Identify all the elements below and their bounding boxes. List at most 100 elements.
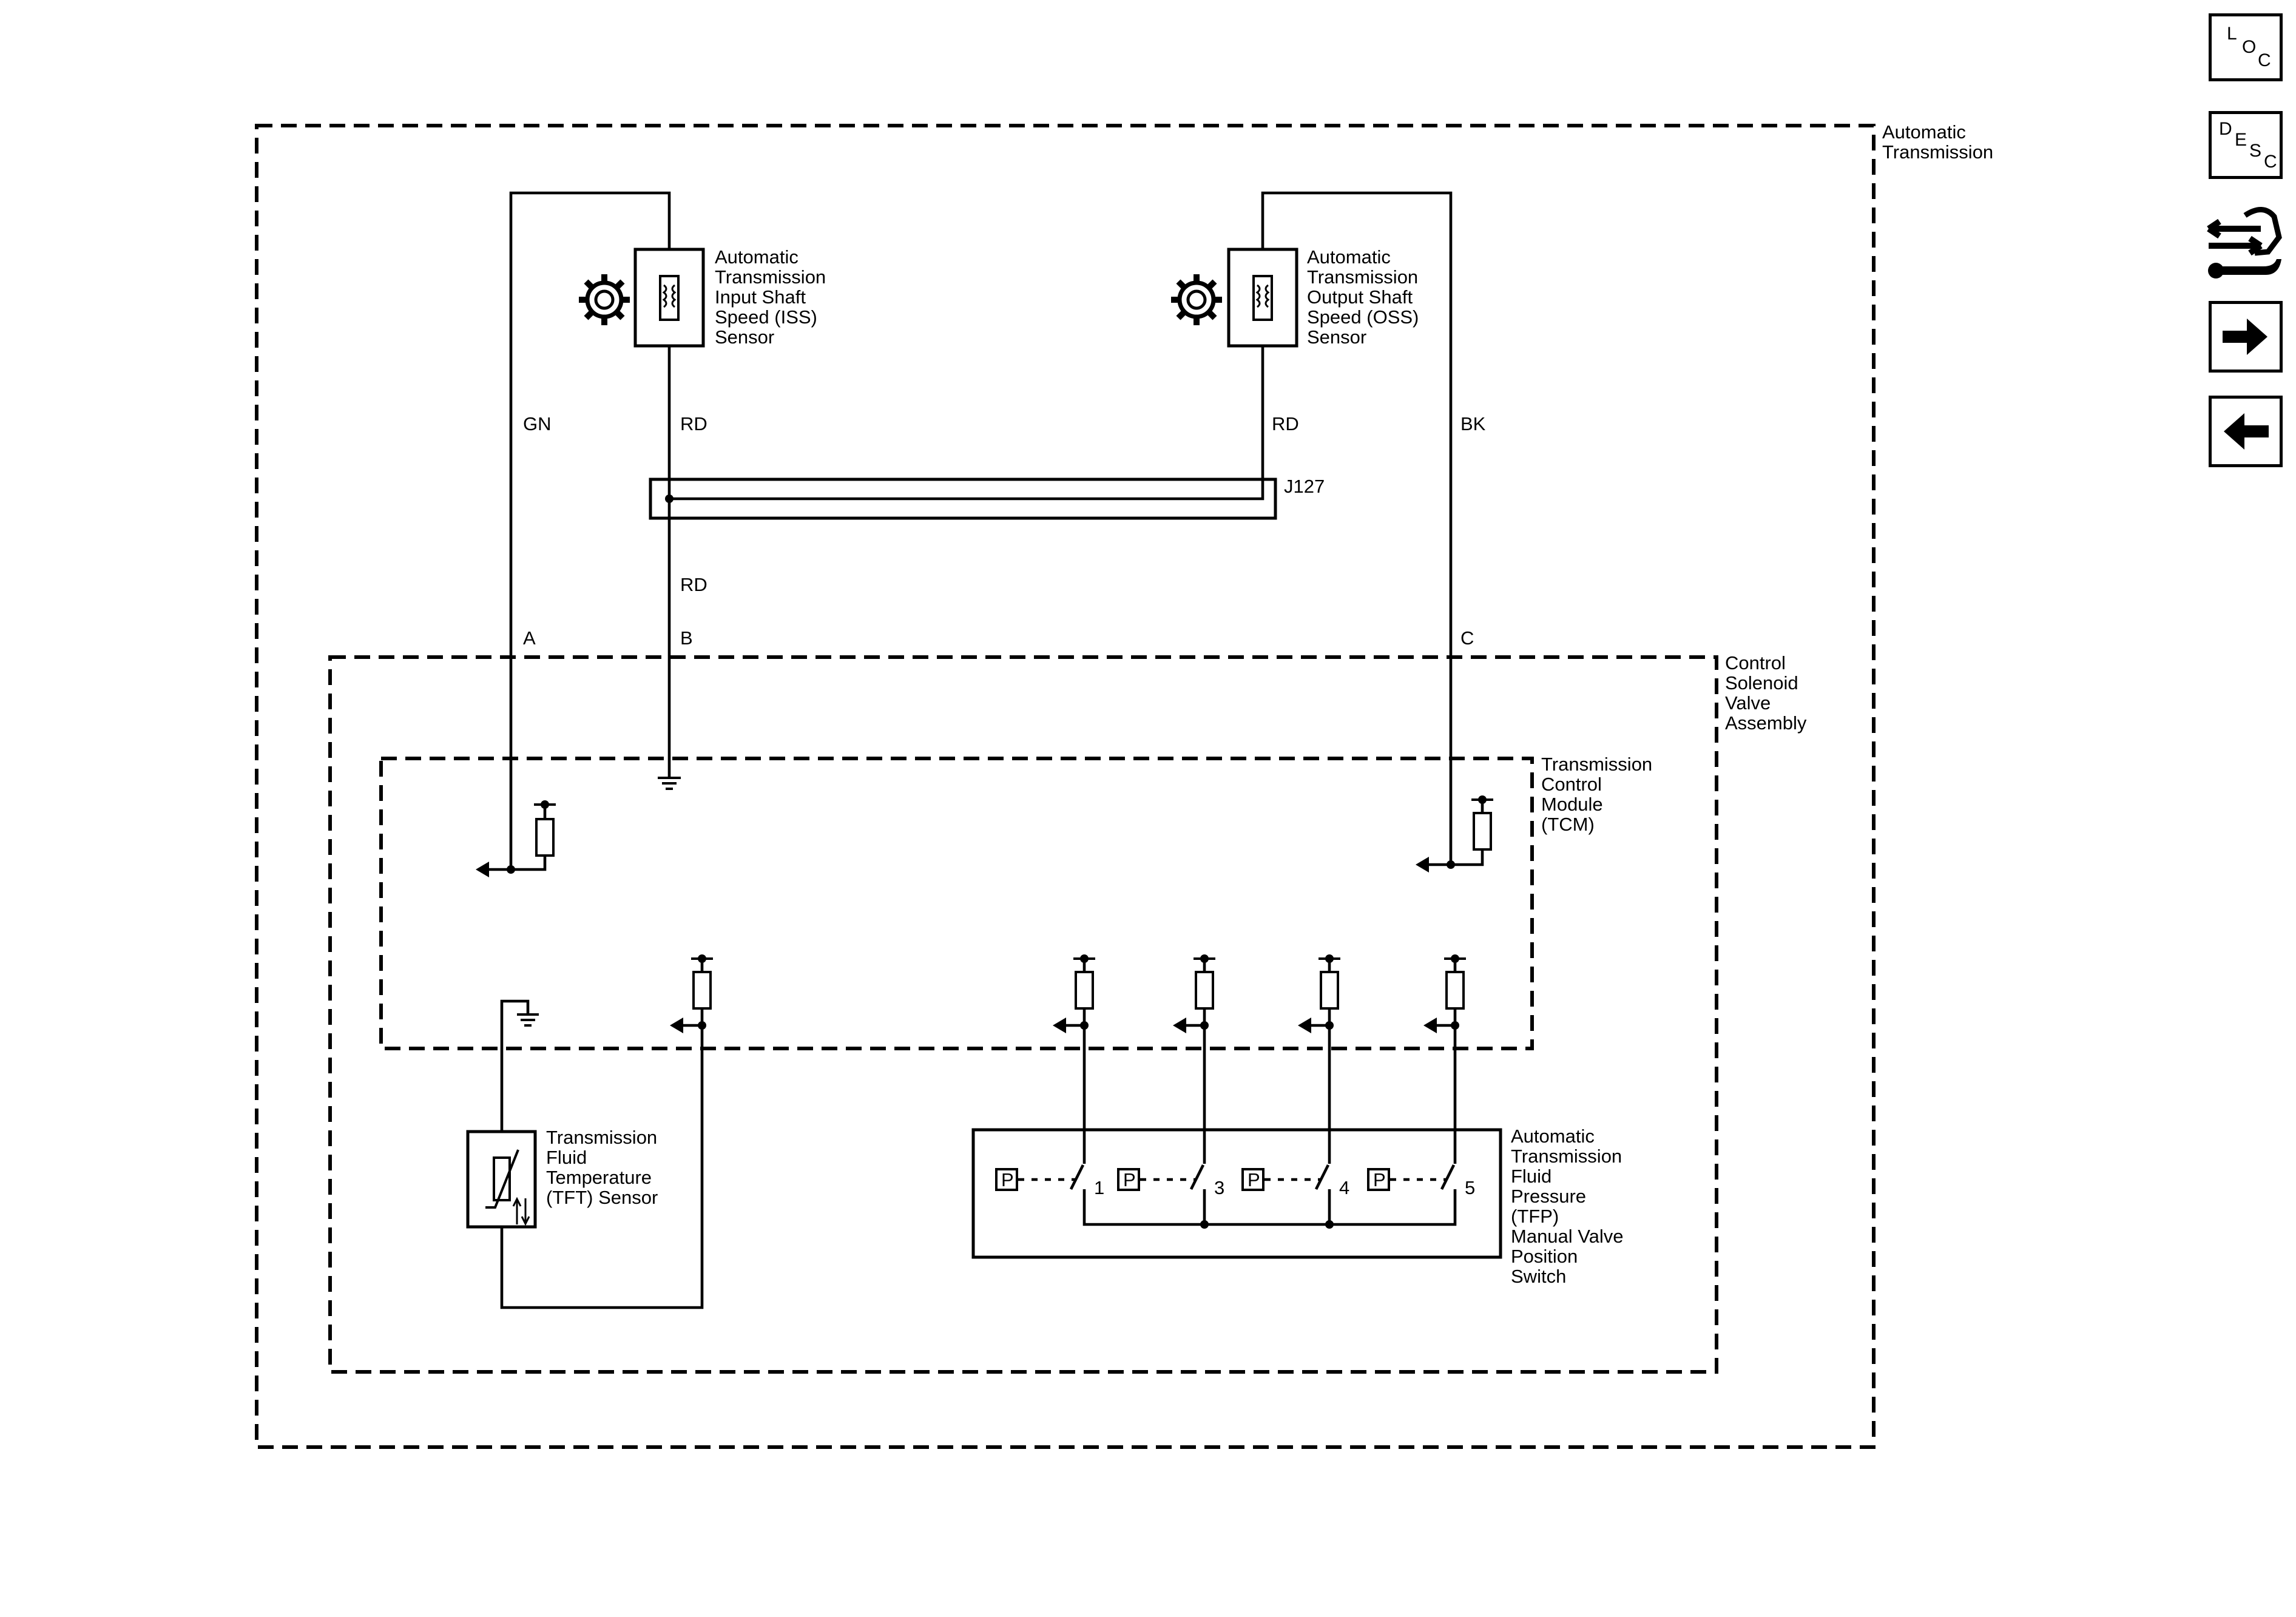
wire-gn-label: GN <box>523 413 552 434</box>
control-solenoid-valve-assembly-label-line: Valve <box>1725 692 1771 714</box>
ground-b <box>658 766 681 790</box>
pressure-box <box>1117 1168 1140 1191</box>
pressure-symbol: P <box>1123 1169 1136 1190</box>
j127-splice-dot <box>665 495 674 503</box>
connector-tool-button[interactable] <box>2203 203 2288 282</box>
pressure-box <box>1241 1168 1264 1191</box>
tcm-input-c <box>1416 795 1493 873</box>
iss-magnet-icon <box>662 284 677 308</box>
gn-wire <box>509 191 671 866</box>
pullup-resistor <box>1320 971 1339 1010</box>
input-arrow-icon <box>1173 1018 1186 1033</box>
switch-number: 1 <box>1094 1177 1104 1198</box>
tft-signal-wire <box>500 1025 704 1309</box>
iss-sensor-element <box>659 275 680 321</box>
wire-bk-label: BK <box>1460 413 1486 434</box>
control-solenoid-valve-assembly-label-line: Solenoid <box>1725 672 1798 694</box>
tfp-common-bus <box>1082 1194 1457 1226</box>
oss-sensor-label-line: Transmission <box>1307 266 1418 288</box>
pin-c-label: C <box>1460 627 1474 649</box>
previous-button[interactable] <box>2209 396 2283 467</box>
arrow-left-icon <box>2224 413 2269 450</box>
desc-letter-e: E <box>2235 130 2247 150</box>
tft-input-arrow-icon <box>670 1018 683 1033</box>
tfp-switch-body <box>971 1128 1502 1259</box>
input-a-arrow-icon <box>476 862 489 877</box>
input-arrow-icon <box>1053 1018 1066 1033</box>
pullup-resistor-tft <box>692 971 712 1010</box>
oss-sensor <box>1171 191 1453 866</box>
tft-thermistor <box>493 1156 511 1201</box>
arrow-right-icon <box>2223 319 2267 355</box>
pin-a-label-line: A <box>523 627 536 649</box>
tcm-label-line: Control <box>1541 774 1602 795</box>
next-button[interactable] <box>2209 301 2283 373</box>
iss-gear-icon <box>579 274 630 325</box>
oss-sensor-label-line: Output Shaft <box>1307 286 1413 308</box>
tft-sensor-label-line: Fluid <box>546 1147 587 1168</box>
iss-sensor <box>509 191 705 866</box>
pin-b-label: B <box>680 627 693 649</box>
oss-magnet-icon <box>1255 284 1270 308</box>
tft-temp-arrows-icon <box>512 1197 530 1226</box>
tft-sensor-circuit <box>466 954 713 1309</box>
connector-wrench-icon <box>2207 207 2282 279</box>
tcm-boundary <box>379 757 1534 1050</box>
automatic-transmission-boundary <box>255 124 1876 1449</box>
tfp-switch-label-line: Automatic <box>1511 1126 1595 1147</box>
pressure-box <box>995 1168 1018 1191</box>
input-c-arrow-icon <box>1416 857 1429 873</box>
pressure-symbol: P <box>1248 1169 1260 1190</box>
wire-rd-iss-label: RD <box>680 413 707 434</box>
oss-gear-icon <box>1171 274 1222 325</box>
automatic-transmission-label-line: Automatic <box>1882 121 1966 143</box>
tft-sensor-label-line: (TFT) Sensor <box>546 1187 658 1208</box>
bk-wire <box>1261 191 1453 866</box>
tfp-switch-label-line: Position <box>1511 1246 1578 1267</box>
pressure-box <box>1367 1168 1390 1191</box>
pressure-symbol: P <box>1001 1169 1014 1190</box>
tfp-switch-label-line: Transmission <box>1511 1146 1622 1167</box>
wire-rd-iss-label-line: RD <box>680 413 707 434</box>
switch-number: 5 <box>1465 1177 1475 1198</box>
iss-sensor-label-line: Sensor <box>715 326 774 348</box>
switch-number: 3 <box>1214 1177 1224 1198</box>
oss-sensor-element <box>1252 275 1273 321</box>
tfp-switch-assembly <box>971 1128 1502 1259</box>
input-arrow-icon <box>1423 1018 1437 1033</box>
oss-sensor-label-line: Speed (OSS) <box>1307 306 1419 328</box>
tft-sensor-label-line: Transmission <box>546 1127 657 1148</box>
tfp-switch-label-line: Switch <box>1511 1266 1566 1287</box>
j127-body <box>649 478 1277 520</box>
control-solenoid-valve-assembly-boundary <box>328 655 1718 1374</box>
tfp-switch-label-line: Pressure <box>1511 1186 1586 1207</box>
desc-button[interactable]: D E S C <box>2209 111 2283 179</box>
tfp-switch-label-line: Manual Valve <box>1511 1226 1624 1247</box>
control-solenoid-valve-assembly-label-line: Control <box>1725 652 1786 673</box>
iss-sensor-label-line: Transmission <box>715 266 826 288</box>
j127-label: J127 <box>1284 476 1325 497</box>
pullup-a-wire <box>511 856 547 871</box>
tfp-switch-label-line: (TFP) <box>1511 1206 1559 1227</box>
tcm-label-line: Module <box>1541 794 1603 815</box>
pressure-symbol: P <box>1373 1169 1386 1190</box>
iss-sensor-label-line: Input Shaft <box>715 286 806 308</box>
pin-a-label: A <box>523 627 536 649</box>
pullup-resistor-a <box>535 818 555 857</box>
loc-letter-c: C <box>2258 50 2271 70</box>
tft-variable-icon <box>485 1149 519 1209</box>
loc-letter-l: L <box>2227 24 2237 44</box>
j127-bus <box>669 496 1264 501</box>
wire-rd-oss-label-line: RD <box>1272 413 1299 434</box>
tcm-label-line: (TCM) <box>1541 814 1595 835</box>
tcm-input-a <box>476 800 556 877</box>
loc-button[interactable]: L O C <box>2209 13 2283 81</box>
